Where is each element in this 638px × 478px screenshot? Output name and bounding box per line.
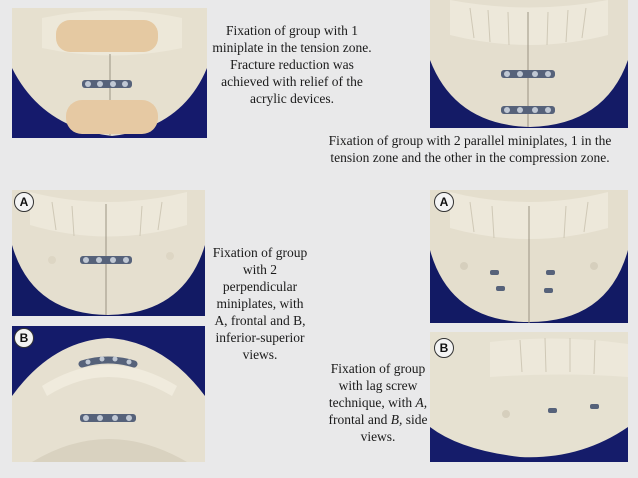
photo-lag-screw-side: B — [430, 332, 628, 462]
caption-lag-screw-post: side views. — [360, 412, 428, 444]
badge-b: B — [14, 328, 34, 348]
photo-perpendicular-inferior: B — [12, 326, 205, 462]
caption-lag-screw-b: B, — [390, 412, 403, 427]
badge-b-lag: B — [434, 338, 454, 358]
photo-one-miniplate — [12, 8, 207, 138]
photo-lag-screw-frontal: A — [430, 190, 628, 323]
photo-perpendicular-frontal: A — [12, 190, 205, 316]
caption-lag-screw-a: A, — [415, 395, 428, 410]
caption-lag-screw-pre: Fixation of group with lag screw techniq… — [328, 361, 426, 410]
photo-two-parallel-miniplates — [430, 0, 628, 128]
caption-lag-screw: Fixation of group with lag screw techniq… — [328, 360, 428, 445]
badge-a-lag: A — [434, 192, 454, 212]
caption-one-miniplate: Fixation of group with 1 miniplate in th… — [212, 23, 372, 106]
caption-perpendicular-miniplates: Fixation of group with 2 perpendicular m… — [212, 245, 308, 362]
badge-a: A — [14, 192, 34, 212]
caption-lag-screw-mid: frontal and — [328, 412, 388, 427]
caption-two-parallel-miniplates: Fixation of group with 2 parallel minipl… — [328, 133, 612, 165]
